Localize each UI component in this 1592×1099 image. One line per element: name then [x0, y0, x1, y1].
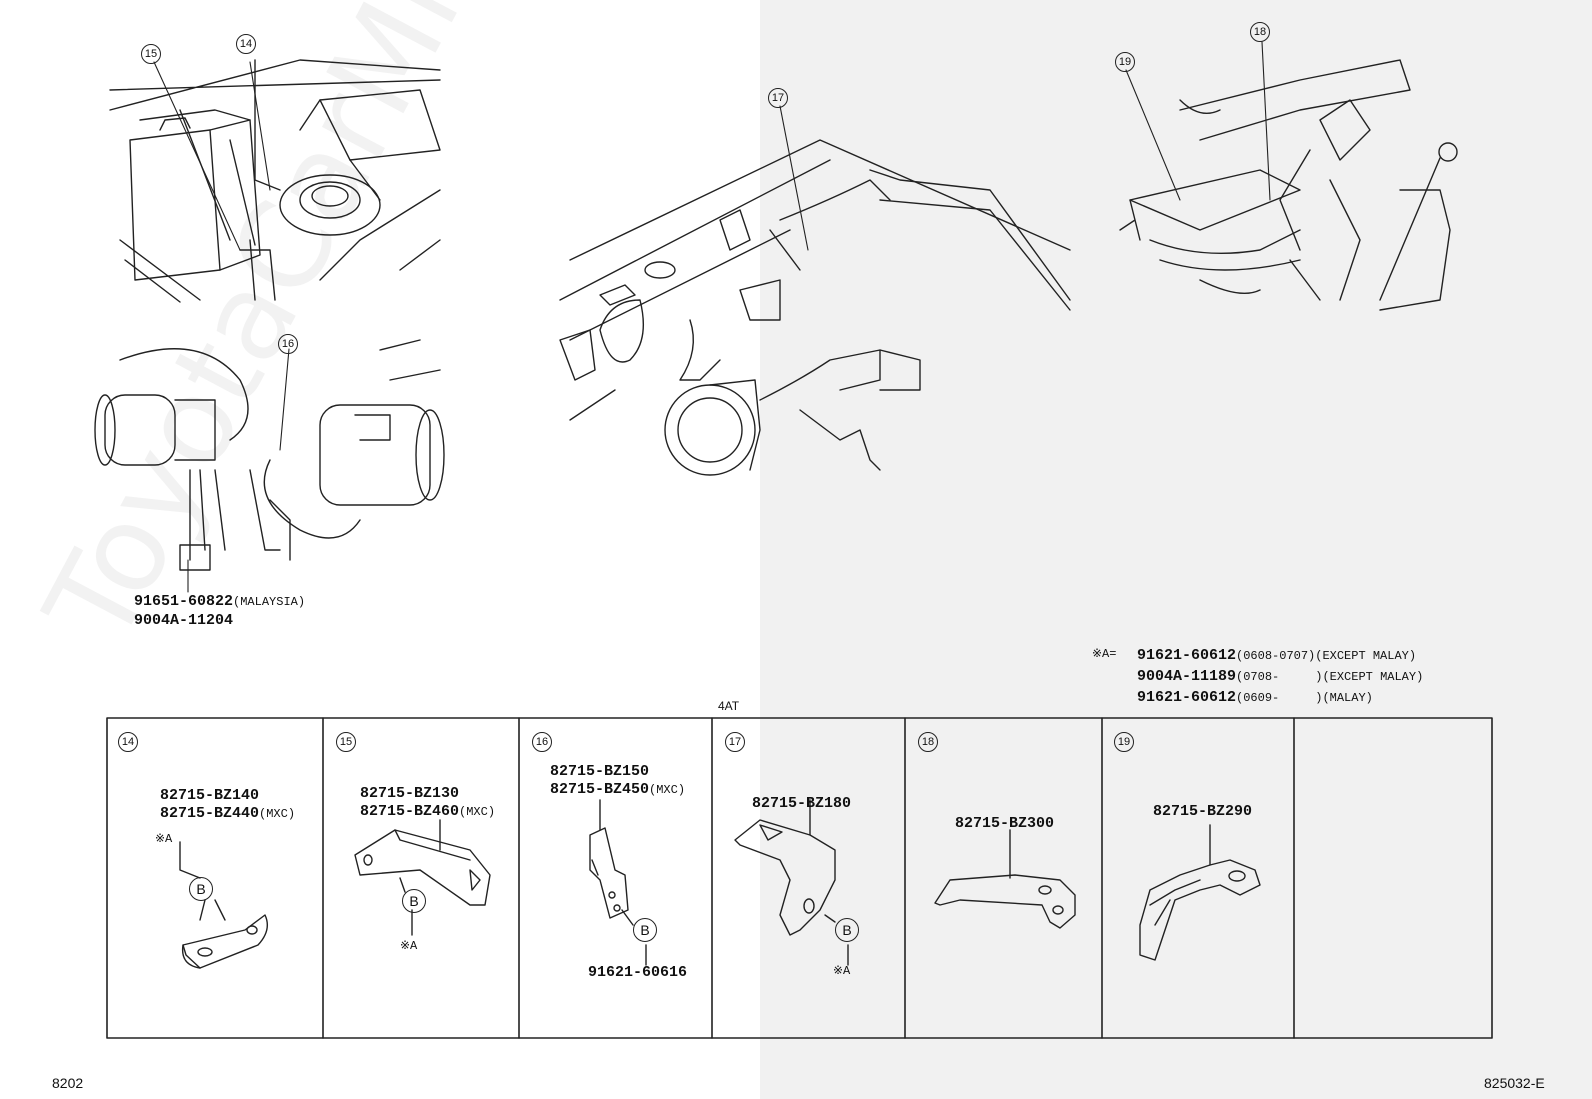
bolt-1-suffix: (MALAYSIA) — [233, 595, 306, 609]
cell-16-bolt: 91621-60616 — [588, 964, 688, 981]
bracket-14 — [179, 841, 268, 969]
callout-15: 15 — [141, 44, 161, 64]
cell-19-number: 19 — [1114, 732, 1134, 752]
cell-14-number: 14 — [118, 732, 138, 752]
illustration-battery-area — [109, 59, 441, 303]
cell-14-part-2: 82715-BZ440(MXC) — [160, 805, 296, 822]
cell-17-part-1: 82715-BZ180 — [752, 795, 852, 812]
cell-16-number: 16 — [532, 732, 552, 752]
bracket-19 — [1139, 824, 1261, 961]
cell-15-part-2: 82715-BZ460(MXC) — [360, 803, 496, 820]
bolt-note-1: 91651-60822(MALAYSIA) — [134, 594, 305, 609]
cell-16-part-1: 82715-BZ150 — [550, 763, 650, 780]
cell-17-number: 17 — [725, 732, 745, 752]
cell-15-mark-a: ※A — [400, 939, 418, 953]
bracket-16 — [589, 799, 647, 966]
cell-18-part-1: 82715-BZ300 — [955, 815, 1055, 832]
legend-a-row-3: 91621-60612(0609- )(MALAY) — [1137, 689, 1373, 706]
bolt-note-2: 9004A-11204 — [134, 612, 234, 629]
table-header-4at: 4AT — [718, 699, 740, 713]
bolt-1-part: 91651-60822 — [134, 593, 234, 610]
cell-14-mark-a: ※A — [155, 832, 173, 846]
legend-a-row-2: 9004A-11189(0708- )(EXCEPT MALAY) — [1137, 668, 1424, 685]
cell-18-number: 18 — [918, 732, 938, 752]
bracket-17 — [734, 799, 849, 966]
footer-left-code: 8202 — [52, 1075, 84, 1091]
cell-19-part-1: 82715-BZ290 — [1153, 803, 1253, 820]
cell-14-part-1: 82715-BZ140 — [160, 787, 260, 804]
callout-19: 19 — [1115, 52, 1135, 72]
callout-18: 18 — [1250, 22, 1270, 42]
callout-17: 17 — [768, 88, 788, 108]
parts-table-frame — [106, 717, 1493, 1039]
cell-15-number: 15 — [336, 732, 356, 752]
callout-16: 16 — [278, 334, 298, 354]
cell-16-mark-b: B — [633, 918, 657, 942]
cell-17-mark-a: ※A — [833, 964, 851, 978]
cell-15-part-1: 82715-BZ130 — [360, 785, 460, 802]
legend-a-row-1: 91621-60612(0608-0707)(EXCEPT MALAY) — [1137, 647, 1417, 664]
footer-right-code: 825032-E — [1484, 1075, 1545, 1091]
bracket-18 — [934, 829, 1076, 929]
illustration-right-area — [1119, 59, 1458, 311]
illustration-center-area — [559, 139, 1071, 476]
callout-leaders — [153, 41, 1271, 593]
cell-14-mark-b: B — [189, 877, 213, 901]
shaded-background — [760, 0, 1592, 1099]
legend-a-prefix: ※A= — [1092, 647, 1117, 661]
cell-17-mark-b: B — [835, 918, 859, 942]
cell-16-part-2: 82715-BZ450(MXC) — [550, 781, 686, 798]
callout-14: 14 — [236, 34, 256, 54]
illustration-hose-area — [94, 339, 445, 571]
bracket-15 — [354, 819, 491, 936]
cell-15-mark-b: B — [402, 889, 426, 913]
